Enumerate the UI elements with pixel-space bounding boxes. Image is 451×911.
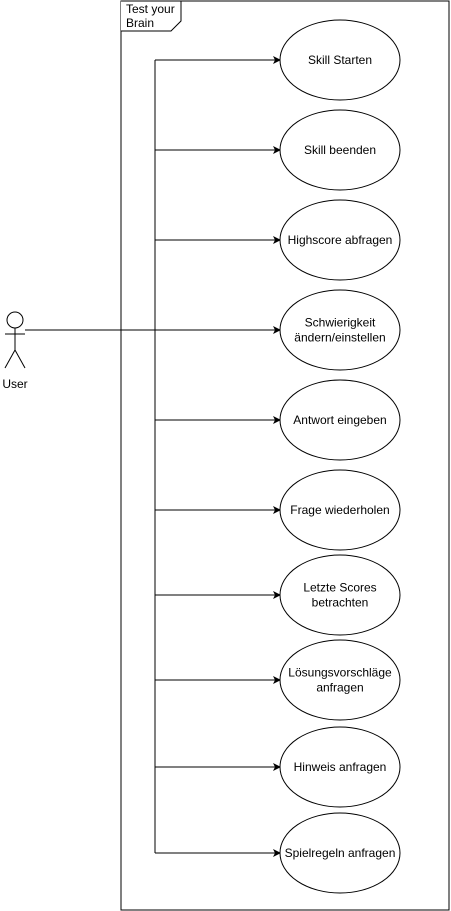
use-case: Hinweis anfragen (155, 726, 401, 808)
use-case-ellipse (279, 469, 401, 551)
use-case: Skill Starten (155, 19, 401, 101)
use-case-ellipse (279, 19, 401, 101)
use-case-ellipse (279, 109, 401, 191)
use-case-label: Highscore abfragen (288, 233, 393, 247)
use-case-ellipse (279, 639, 401, 721)
actor-right-leg (14, 349, 26, 369)
actor-label: User (2, 377, 27, 391)
use-case: Antwort eingeben (155, 379, 401, 461)
use-case-label: Schwierigkeit (305, 316, 376, 330)
use-case: Skill beenden (155, 109, 401, 191)
use-case-ellipse (279, 554, 401, 636)
use-case-label: Hinweis anfragen (294, 760, 387, 774)
system-title-line-2: Brain (126, 16, 154, 30)
use-case-ellipse (279, 812, 401, 894)
system-title-tab (121, 0, 182, 32)
use-case-ellipse (279, 726, 401, 808)
actor-left-leg (4, 349, 16, 369)
use-case-label: Antwort eingeben (293, 413, 386, 427)
use-case-label: Letzte Scores (303, 581, 376, 595)
actor-head (6, 311, 24, 329)
use-case: Frage wiederholen (155, 469, 401, 551)
use-case-label: Lösungsvorschläge (288, 666, 392, 680)
use-case-label: Frage wiederholen (290, 503, 389, 517)
use-case-ellipse (279, 199, 401, 281)
system-title-line-1: Test your (126, 2, 175, 16)
use-case: Spielregeln anfragen (155, 812, 401, 894)
use-case: Highscore abfragen (155, 199, 401, 281)
use-case-label: Skill beenden (304, 143, 376, 157)
use-case-ellipse (279, 289, 401, 371)
use-case-label: ändern/einstellen (294, 331, 385, 345)
use-case-label: anfragen (316, 681, 363, 695)
use-case-ellipse (279, 379, 401, 461)
actor-user: User (2, 311, 28, 391)
use-case-label: betrachten (312, 596, 369, 610)
use-case-label: Skill Starten (308, 53, 372, 67)
use-case-label: Spielregeln anfragen (285, 846, 396, 860)
